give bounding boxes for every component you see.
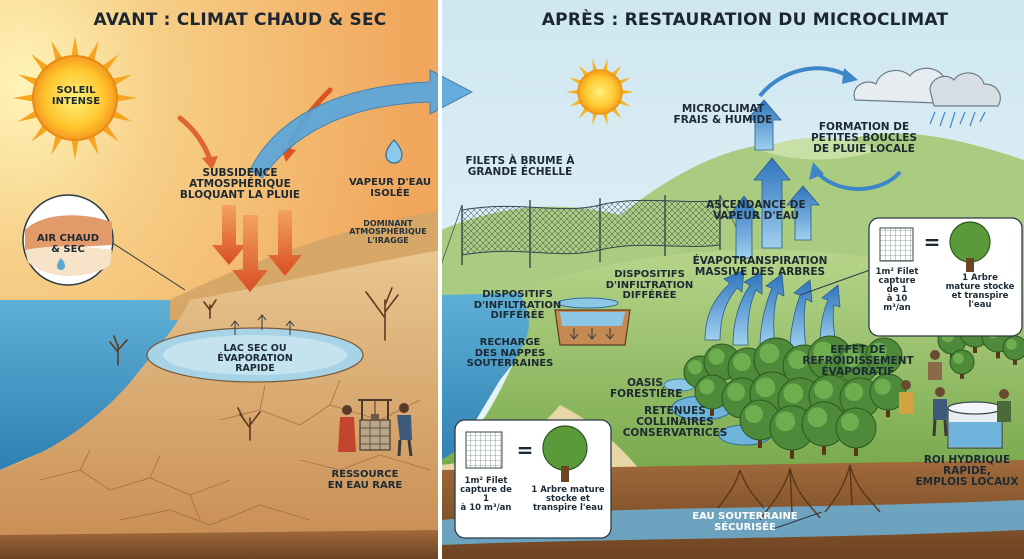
dominant-label: DOMINANT ATMOSPHÉRIQUE L'IRAGGE [349,219,427,245]
sun-ray [602,111,608,126]
recharge-label: RECHARGE DES NAPPES SOUTERRAINES [466,337,554,369]
tree-highlight [953,353,964,364]
tree-highlight [874,378,891,395]
sun-ray [620,89,634,95]
tree-roots [717,464,881,521]
tree-highlight [745,405,763,423]
tree-highlight [759,343,780,364]
sun-ray [566,89,580,95]
roi-label: ROI HYDRIQUE RAPIDE, EMPLOIS LOCAUX [915,454,1019,489]
fog-nets-label: FILETS À BRUME À GRANDE ÉCHELLE [465,155,575,179]
tree-highlight [783,383,804,404]
sun-ray [71,36,79,59]
sun-ray [17,109,40,122]
sun-ray [602,58,608,73]
subsidence-label: SUBSIDENCE ATMOSPHÉRIQUE BLOQUANT LA PLU… [179,167,301,202]
after-title: APRÈS : RESTAURATION DU MICROCLIMAT [541,10,949,30]
cloud-icon [853,67,1001,129]
sun-ray [17,74,40,87]
sun-ray [110,109,133,122]
cooling-label: EFFET DE REFROIDISSEMENT ÉVAPORATIF [802,344,914,379]
sun-icon [13,36,137,160]
tree-highlight [845,383,863,401]
sun-ray [13,94,36,102]
tree-highlight [843,349,861,367]
isolated-vapor-label: VAPEUR D'EAU ISOLÉE [348,177,431,199]
villagers [338,403,413,457]
infiltration-label-left: DISPOSITIFS D'INFILTRATION DIFFÉRÉE [473,289,562,321]
well-icon [358,399,392,451]
groundwater-label: EAU SOUTERRAINE SÉCURISÉE [692,511,798,533]
tree-highlight [841,413,859,431]
sun-icon [566,58,634,126]
oasis-label: OASIS FORESTIÈRE [610,377,683,401]
sun-ray [617,77,631,86]
water-tank-icon [947,401,1003,449]
fog-net-icon [439,194,746,269]
tree-highlight [727,383,745,401]
before-title: AVANT : CLIMAT CHAUD & SEC [93,10,387,30]
vapor-rising-arrows [704,66,902,351]
tree-highlight [807,407,828,428]
equivalence-box-bottom [454,419,612,539]
hot-air-label: AIR CHAUD & SEC [36,233,100,255]
lake-label: LAC SEC OU ÉVAPORATION RAPIDE [217,343,293,374]
transition-arrow [249,69,474,179]
sun-ray [86,40,99,63]
descending-air-arrows [212,205,302,292]
tree-highlight [755,377,776,398]
equivalence-bottom-tree-text: 1 Arbre mature stocke et transpire l'eau [531,485,605,513]
tree-highlight [688,360,703,375]
tree-icon [683,316,1024,459]
sun-ray [51,40,64,63]
equivalence-bottom-equals: = [516,438,534,462]
infiltration-label-right: DISPOSITIFS D'INFILTRATION DIFFÉRÉE [605,269,694,301]
tree-highlight [814,380,834,400]
equivalence-top-tree-text: 1 Arbre mature stocke et transpire l'eau [945,273,1015,310]
sun-ray [569,77,583,86]
sun-ray [569,98,583,107]
equivalence-box-top [868,217,1023,337]
infiltration-device [554,297,631,346]
sun-ray [51,133,64,156]
sun-ray [592,111,598,126]
tree-highlight [733,353,751,371]
tree-highlight [699,379,715,395]
tree-highlight [775,411,796,432]
tree-highlight [788,350,808,370]
sun-ray [86,133,99,156]
sun-ray [592,58,598,73]
sea [0,300,190,470]
vapor-rise-label: ASCENDANCE DE VAPEUR D'EAU [706,199,806,223]
equivalence-top-net-text: 1m² Filet capture de 1 à 10 m³/an [875,267,919,313]
sun-ray [617,98,631,107]
workers [899,350,1011,437]
hot-air-bubble [22,194,186,291]
sun-ray [114,94,137,102]
equivalence-bottom-net-text: 1m² Filet capture de 1 à 10 m³/an [460,476,512,513]
water-drop-icon [385,139,403,164]
sun-label: SOLEIL INTENSE [51,85,101,107]
evapotranspiration-label: ÉVAPOTRANSPIRATION MASSIVE DES ARBRES [692,255,828,279]
sun-ray [71,137,79,160]
resource-label: RESSOURCE EN EAU RARE [327,469,403,491]
tree-highlight [813,341,834,362]
microclimate-label: MICROCLIMAT FRAIS & HUMIDE [673,103,773,127]
dead-tree-icon [109,287,399,441]
panel-divider [438,0,442,559]
rain-loops-label: FORMATION DE PETITES BOUCLES DE PLUIE LO… [810,121,918,156]
retention-label: RETENUES COLLINAIRES CONSERVATRICES [622,405,728,440]
equivalence-top-equals: = [923,230,941,254]
tree-highlight [870,342,887,359]
tree-highlight [708,348,725,365]
tree-highlight [1006,339,1017,350]
sun-ray [110,74,133,87]
